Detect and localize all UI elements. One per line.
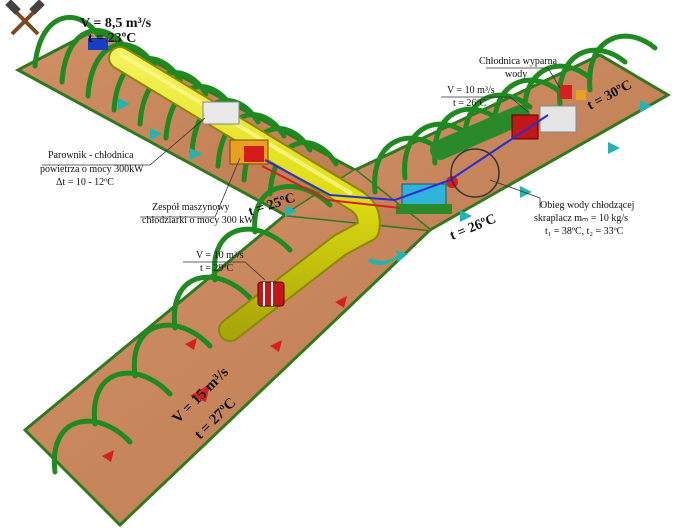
mid-temp-label: t = 29ºC bbox=[200, 263, 234, 274]
tunnel-floor bbox=[14, 28, 671, 528]
mid-flow-label: V = 10 m³/s bbox=[196, 250, 244, 261]
evaporator-power-label: powietrza o mocy 300kW bbox=[40, 164, 144, 175]
top-flow-label: V = 8,5 m³/s bbox=[80, 16, 152, 31]
evaporator-label: Parownik - chłodnica bbox=[48, 150, 134, 161]
water-cooler-unit bbox=[560, 85, 586, 100]
evaporator-delta-label: Δt = 10 - 12ºC bbox=[56, 177, 114, 188]
right-temp-label: t = 26ºC bbox=[453, 98, 487, 109]
leader-lines bbox=[42, 67, 561, 281]
fresh-air-arrows bbox=[118, 98, 652, 266]
duct-fan-mid bbox=[257, 281, 285, 307]
cooling-loop-label: Obieg wody chłodzącej bbox=[540, 200, 634, 211]
cooling-water-pipes bbox=[261, 114, 549, 209]
warm-air-arrows bbox=[102, 296, 347, 462]
crossed-hammers-icon bbox=[5, 0, 45, 36]
top-fan bbox=[88, 38, 108, 50]
refrigerator-power-label: chłodziarki o mocy 300 kW bbox=[142, 215, 254, 226]
refrigerator-unit-label: Zespół maszynowy bbox=[152, 202, 230, 213]
top-temp-label: t = 23ºC bbox=[88, 31, 136, 46]
condenser-temp-label: t₁ = 38ºC, t₂ = 33ºC bbox=[545, 226, 624, 237]
evaporator-unit bbox=[202, 101, 269, 165]
right-ventilation-unit bbox=[430, 105, 577, 160]
right-flow-label: V = 10 m³/s bbox=[447, 85, 495, 96]
water-cooler-label-2: wody bbox=[505, 69, 527, 80]
condenser-flow-label: skraplacz mₘ = 10 kg/s bbox=[534, 213, 628, 224]
water-cooler-label: Chłodnica wyparna bbox=[479, 56, 558, 67]
